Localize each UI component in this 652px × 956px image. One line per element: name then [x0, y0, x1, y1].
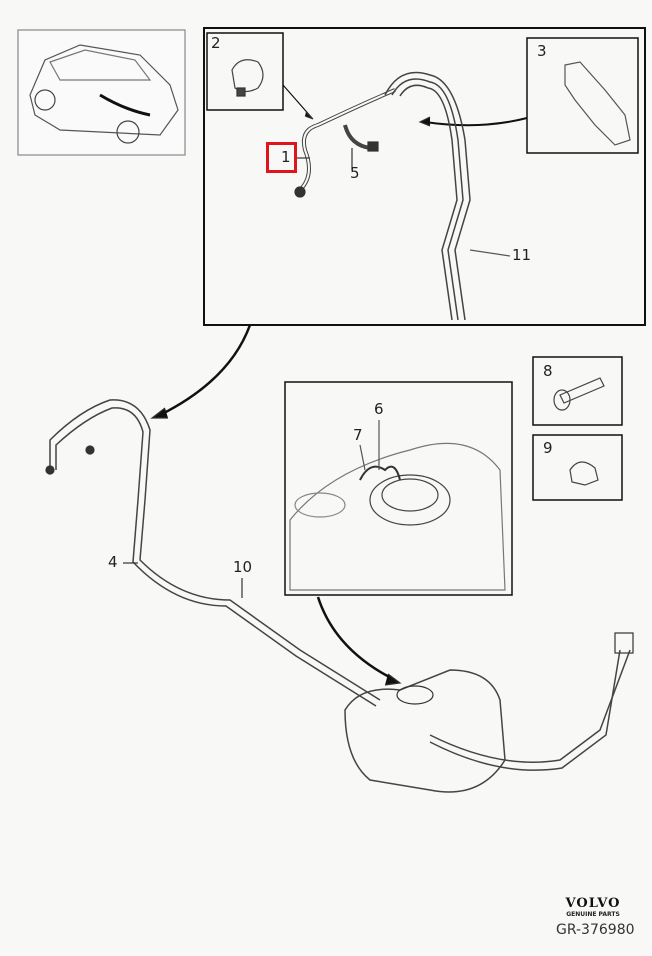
- detail-box-2: [206, 32, 284, 111]
- callout-2[interactable]: 2: [211, 34, 221, 52]
- callout-5[interactable]: 5: [350, 164, 360, 182]
- callout-highlight: [266, 142, 297, 173]
- detail-box-main: [203, 27, 646, 326]
- detail-box-3: [526, 37, 639, 154]
- callout-9[interactable]: 9: [543, 439, 553, 457]
- callout-8[interactable]: 8: [543, 362, 553, 380]
- car-thumbnail: [17, 29, 186, 156]
- callout-7[interactable]: 7: [353, 426, 363, 444]
- detail-box-8: [532, 356, 623, 426]
- detail-box-9: [532, 434, 623, 501]
- detail-box-6-7: [284, 381, 513, 596]
- volvo-logo: VOLVO: [565, 896, 621, 911]
- genuine-parts-tagline: GENUINE PARTS: [566, 911, 620, 918]
- callout-1[interactable]: 1: [281, 148, 291, 166]
- diagram-id: GR-376980: [556, 922, 635, 938]
- callout-3[interactable]: 3: [537, 42, 547, 60]
- callout-4[interactable]: 4: [108, 553, 118, 571]
- callout-11[interactable]: 11: [512, 246, 532, 264]
- callout-10[interactable]: 10: [233, 558, 253, 576]
- callout-6[interactable]: 6: [374, 400, 384, 418]
